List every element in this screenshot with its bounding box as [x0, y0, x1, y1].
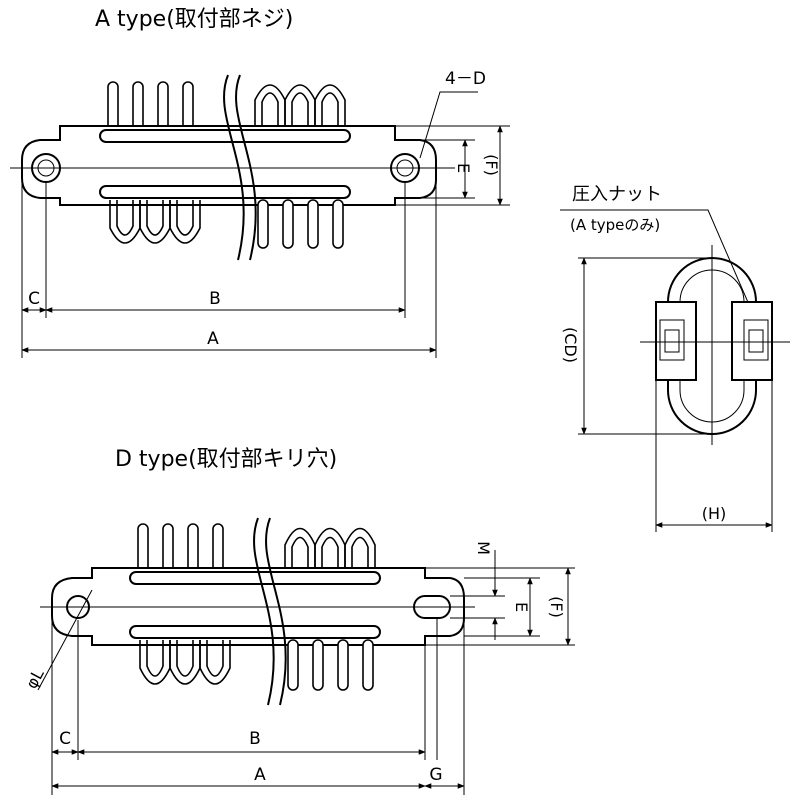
- d-upper-retainer: [129, 571, 381, 585]
- a-type-title: A type(取付部ネジ): [95, 7, 293, 32]
- side-left-clamp: [655, 301, 697, 381]
- side-view: 圧入ナット (A typeのみ) (CD) (H): [560, 184, 790, 532]
- nut-label: 圧入ナット: [572, 184, 662, 205]
- d-dim-f: (F): [547, 596, 566, 618]
- d-phi-l-leader: [37, 589, 93, 691]
- d-dim-l: φL: [22, 666, 48, 692]
- side-dim-cd: (CD): [561, 327, 580, 363]
- d-dim-a: A: [254, 765, 266, 785]
- d-type-title: D type(取付部キリ穴): [115, 447, 337, 472]
- d-dim-b: B: [249, 729, 261, 749]
- nut-note: (A typeのみ): [570, 216, 660, 234]
- a-type-view: A type(取付部ネジ): [10, 7, 510, 358]
- side-dim-h: (H): [702, 504, 727, 523]
- a-dim-4d: 4－D: [445, 69, 486, 89]
- d-lower-retainer: [129, 625, 381, 639]
- d-type-view: D type(取付部キリ穴): [22, 447, 575, 795]
- a-dim-f: (F): [482, 154, 501, 176]
- a-lower-retainer: [99, 185, 351, 199]
- nut-leader: [560, 209, 761, 331]
- a-dim-a: A: [207, 329, 219, 349]
- a-4d-leader: [419, 91, 478, 159]
- d-dim-e: E: [512, 602, 531, 612]
- a-dim-e: E: [454, 163, 473, 173]
- d-break-line: [253, 517, 275, 706]
- d-dim-c: C: [59, 729, 71, 749]
- d-lower-coil: [139, 639, 374, 691]
- side-right-clamp: [731, 301, 773, 381]
- a-break-line: [223, 74, 245, 261]
- a-lower-coil: [109, 199, 344, 249]
- a-upper-retainer: [99, 129, 351, 143]
- a-upper-coil: [107, 81, 346, 131]
- d-dim-g: G: [429, 765, 442, 785]
- a-dim-b: B: [209, 289, 221, 309]
- d-dim-m: M: [474, 541, 493, 555]
- a-dim-c: C: [28, 289, 40, 309]
